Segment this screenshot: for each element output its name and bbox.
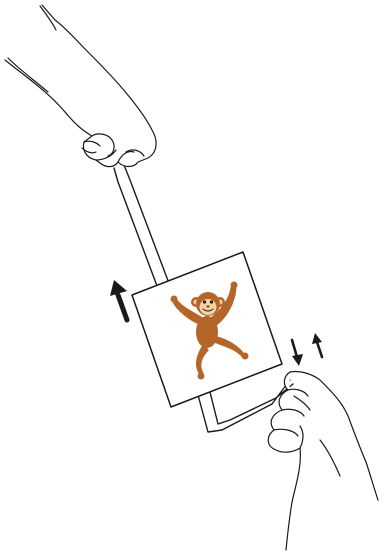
top-hand-icon (5, 5, 156, 167)
climbing-monkey-card-icon (132, 252, 282, 407)
arrows-up-down-icon (292, 333, 322, 366)
bottom-hand-icon (268, 371, 378, 550)
arrow-up-icon (110, 280, 127, 320)
